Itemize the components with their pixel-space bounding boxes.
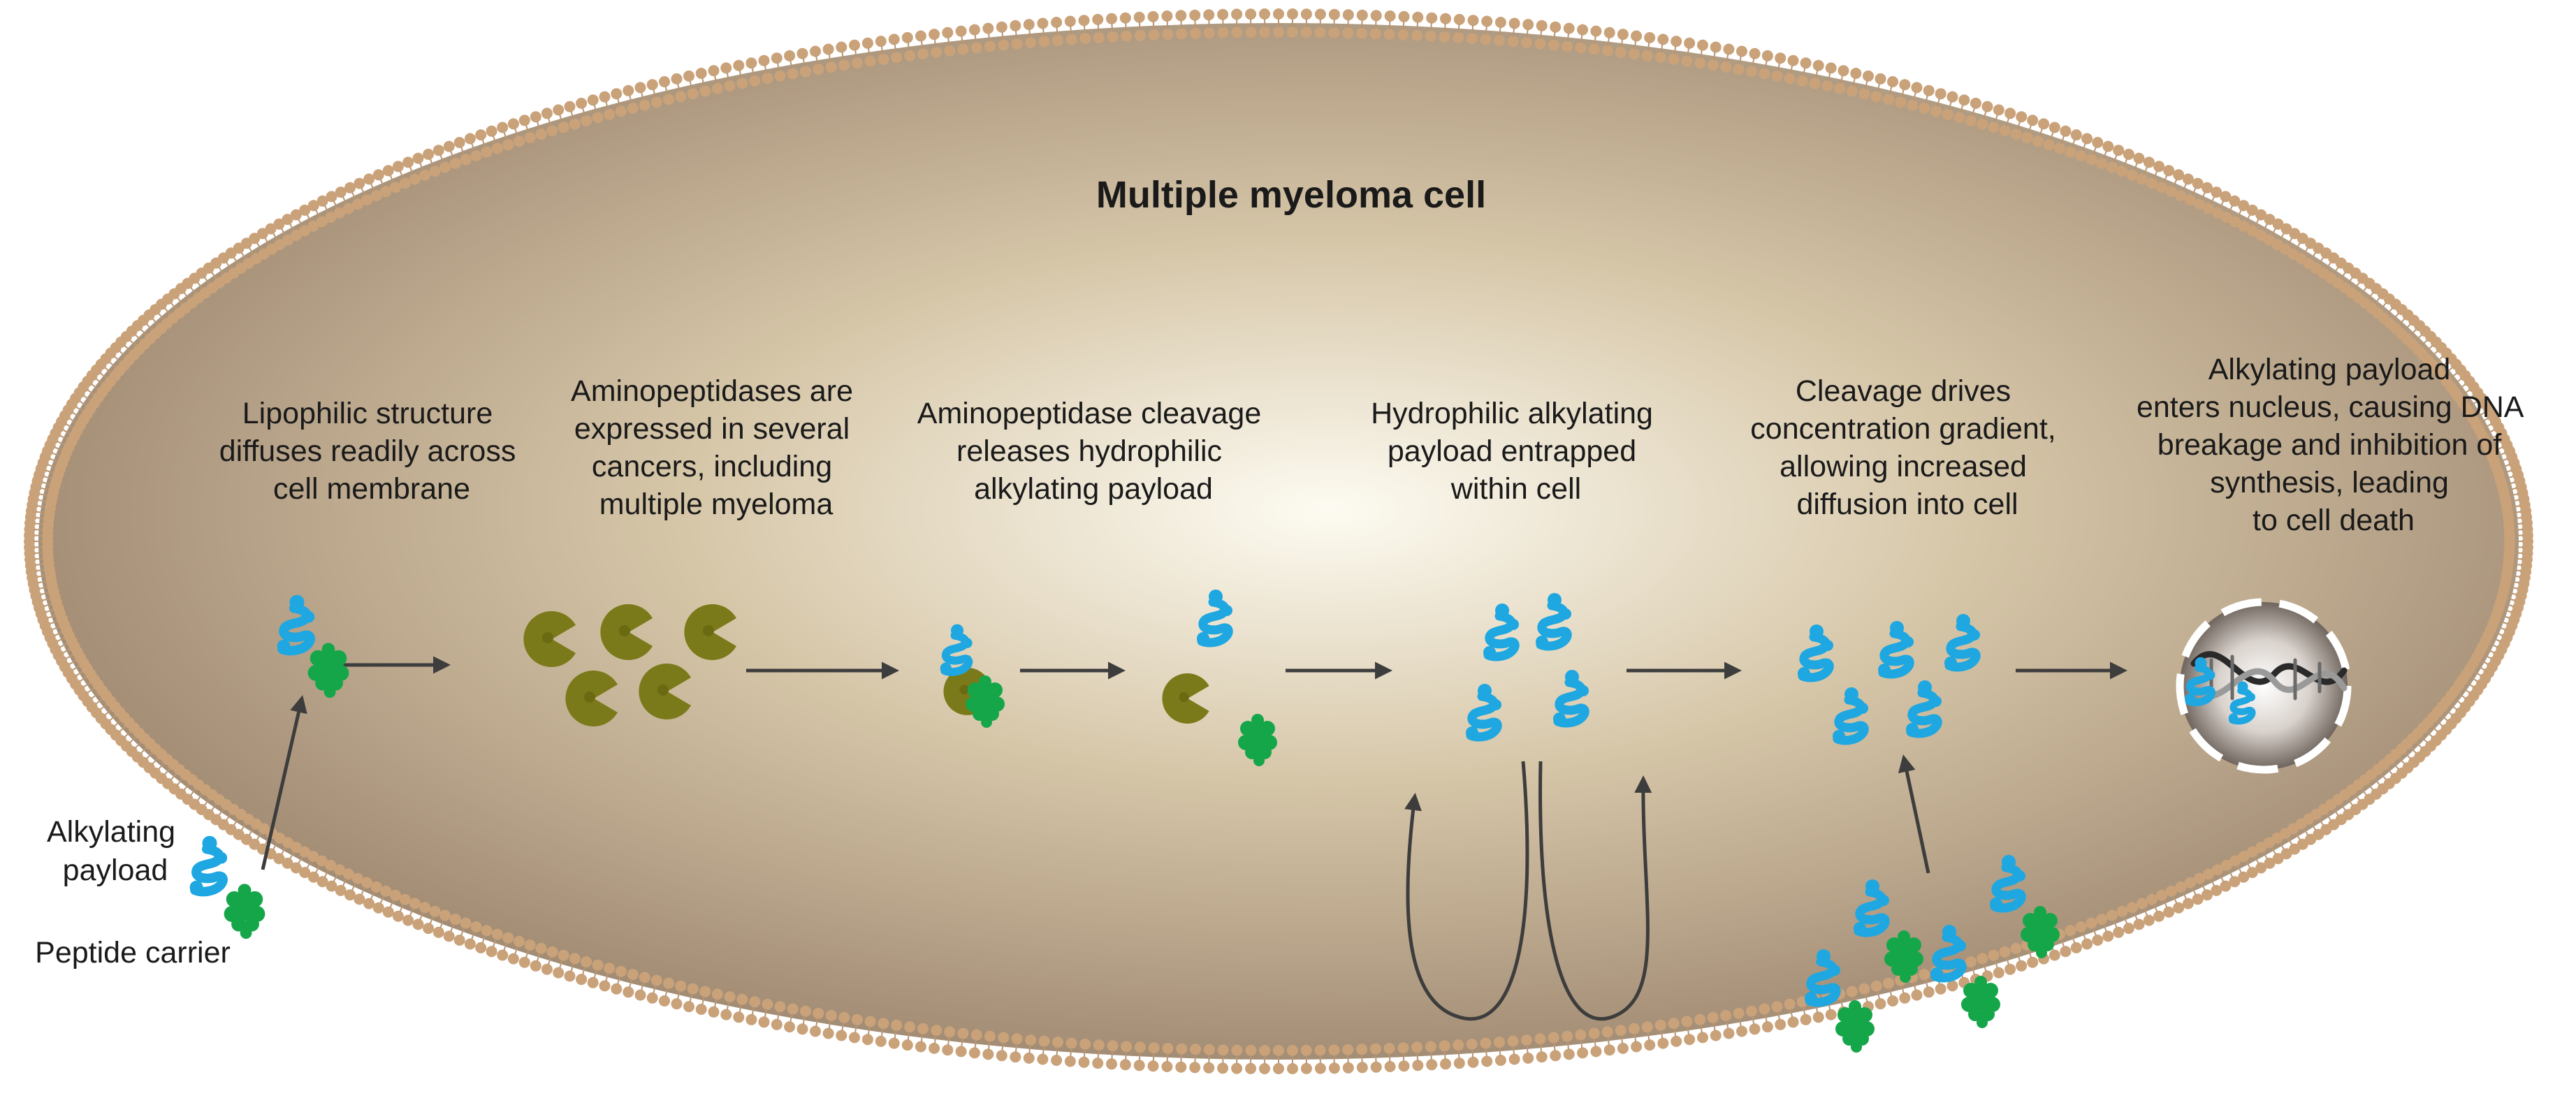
carrier-label: Peptide carrier xyxy=(35,936,231,969)
loop-arrow-right xyxy=(1538,761,1652,1021)
payload-molecule-icon xyxy=(190,836,228,894)
step-4-label: Hydrophilic alkylating payload entrapped… xyxy=(1371,397,1661,506)
loop-arrow-left xyxy=(1404,761,1529,1021)
process-arrows xyxy=(261,656,2127,1021)
step-2-label: Aminopeptidases are expressed in several… xyxy=(571,374,861,521)
nucleus-body xyxy=(2180,602,2348,770)
step-labels: Lipophilic structure diffuses readily ac… xyxy=(219,353,2531,537)
step-5-label: Cleavage drives concentration gradient, … xyxy=(1750,374,2064,521)
payload-label: Alkylating payload xyxy=(47,815,184,887)
nucleus xyxy=(2176,598,2352,774)
influx-arrow xyxy=(1898,754,1930,874)
nuclear-envelope xyxy=(2176,598,2352,774)
entry-arrow xyxy=(261,695,307,870)
diagram-title: Multiple myeloma cell xyxy=(1096,174,1486,216)
cell-body xyxy=(24,8,2533,1074)
cell-membrane xyxy=(24,8,2533,1074)
step-6-label: Alkylating payload enters nucleus, causi… xyxy=(2137,353,2531,537)
cytoplasm xyxy=(38,23,2519,1060)
carrier-molecule-icon xyxy=(224,884,265,939)
step-1-label: Lipophilic structure diffuses readily ac… xyxy=(219,397,525,506)
step-3-label: Aminopeptidase cleavage releases hydroph… xyxy=(917,397,1269,506)
